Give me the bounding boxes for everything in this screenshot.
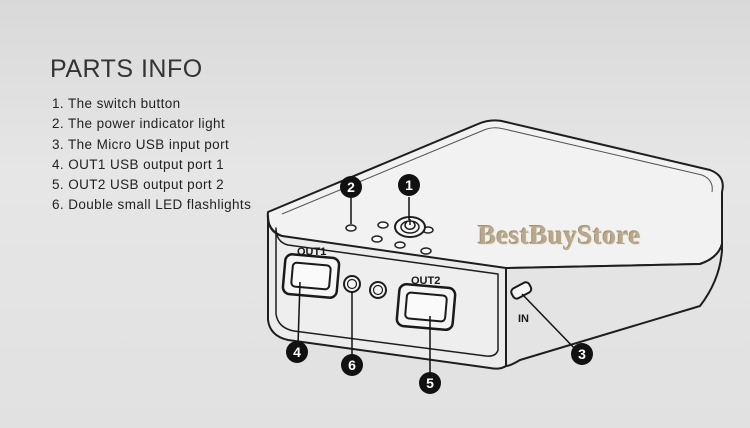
svg-text:6: 6 bbox=[348, 357, 356, 373]
callout-3: 3 bbox=[571, 343, 593, 365]
svg-text:3: 3 bbox=[578, 346, 586, 362]
parts-list: 1. The switch button 2. The power indica… bbox=[52, 94, 251, 216]
callout-2: 2 bbox=[340, 176, 362, 198]
part-item-1: 1. The switch button bbox=[52, 96, 181, 111]
store-watermark: BestBuyStore bbox=[478, 220, 642, 250]
part-item-4: 4. OUT1 USB output port 1 bbox=[52, 156, 225, 172]
svg-text:5: 5 bbox=[426, 375, 434, 391]
callout-5: 5 bbox=[419, 372, 441, 394]
part-item-5: 5. OUT2 USB output port 2 bbox=[52, 177, 225, 193]
callout-leader-lines bbox=[297, 197, 579, 378]
part-item-3: 3. The Micro USB input port bbox=[52, 136, 230, 152]
indicator-lights bbox=[345, 221, 434, 255]
parts-info-heading: PARTS INFO bbox=[50, 55, 203, 83]
out2-label: OUT2 bbox=[411, 275, 440, 287]
svg-text:4: 4 bbox=[293, 344, 301, 360]
svg-text:1: 1 bbox=[405, 177, 413, 193]
power-icon bbox=[404, 221, 416, 230]
part-item-2: 2. The power indicator light bbox=[52, 116, 226, 132]
switch-button bbox=[394, 216, 426, 238]
led-flashlights bbox=[343, 275, 387, 299]
out1-label: OUT1 bbox=[297, 246, 326, 258]
out2-usb-port: OUT2 bbox=[395, 275, 457, 332]
out1-usb-port: OUT1 bbox=[281, 246, 341, 299]
callout-6: 6 bbox=[341, 354, 363, 376]
power-indicator-light bbox=[345, 224, 357, 232]
callout-1: 1 bbox=[398, 174, 420, 196]
callout-4: 4 bbox=[286, 341, 308, 363]
svg-text:2: 2 bbox=[347, 179, 355, 195]
part-item-6: 6. Double small LED flashlights bbox=[52, 197, 252, 213]
in-label: IN bbox=[518, 313, 529, 325]
